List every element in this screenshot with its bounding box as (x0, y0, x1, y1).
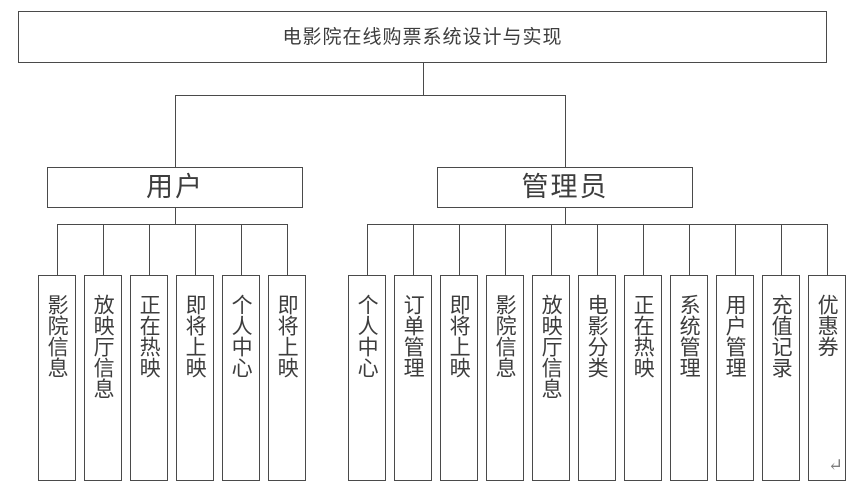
leaf-node: 正在热映 (130, 275, 168, 481)
leaf-node-label: 个人中心 (229, 294, 254, 378)
connector-admin-leaf-drop (505, 224, 506, 275)
leaf-node: 电影分类 (578, 275, 616, 481)
branch-node-user-label: 用户 (146, 172, 204, 202)
connector-admin-leaf-drop (781, 224, 782, 275)
leaf-node-label: 系统管理 (677, 294, 702, 378)
branch-node-admin: 管理员 (437, 167, 693, 208)
connector-admin-leaf-drop (827, 224, 828, 275)
root-node-label: 电影院在线购票系统设计与实现 (282, 26, 563, 48)
leaf-node: 即将上映 (268, 275, 306, 481)
leaf-node: 影院信息 (486, 275, 524, 481)
connector-user-leaf-drop (287, 224, 288, 275)
paragraph-mark-icon: ↵ (828, 455, 844, 475)
connector-user-leaf-drop (241, 224, 242, 275)
connector-user-leaf-drop (103, 224, 104, 275)
leaf-node: 个人中心 (348, 275, 386, 481)
connector-root-to-user (175, 95, 176, 167)
leaf-node-label: 影院信息 (493, 294, 518, 378)
leaf-node-label: 正在热映 (631, 294, 656, 378)
connector-admin-leaf-drop (643, 224, 644, 275)
connector-admin-leaf-drop (413, 224, 414, 275)
connector-user-leaf-drop (149, 224, 150, 275)
leaf-node: 影院信息 (38, 275, 76, 481)
connector-admin-leaf-drop (459, 224, 460, 275)
connector-user-stem (175, 208, 176, 224)
leaf-node-label: 充值记录 (769, 294, 794, 378)
connector-admin-leaf-drop (597, 224, 598, 275)
leaf-node: 即将上映 (176, 275, 214, 481)
leaf-node: 订单管理 (394, 275, 432, 481)
branch-node-user: 用户 (47, 167, 303, 208)
leaf-node-label: 放映厅信息 (91, 294, 116, 399)
connector-user-leaf-drop (195, 224, 196, 275)
leaf-node: 优惠券 (808, 275, 846, 481)
leaf-node-label: 电影分类 (585, 294, 610, 378)
leaf-node-label: 即将上映 (275, 294, 300, 378)
leaf-node-label: 用户管理 (723, 294, 748, 378)
leaf-node: 个人中心 (222, 275, 260, 481)
connector-user-bar (57, 224, 287, 225)
leaf-node: 放映厅信息 (532, 275, 570, 481)
connector-user-leaf-drop (57, 224, 58, 275)
leaf-node: 即将上映 (440, 275, 478, 481)
connector-admin-leaf-drop (735, 224, 736, 275)
leaf-node-label: 优惠券 (815, 294, 840, 357)
connector-admin-leaf-drop (689, 224, 690, 275)
leaf-node: 用户管理 (716, 275, 754, 481)
leaf-node-label: 个人中心 (355, 294, 380, 378)
leaf-node: 系统管理 (670, 275, 708, 481)
connector-root-to-admin (565, 95, 566, 167)
leaf-node-label: 即将上映 (447, 294, 472, 378)
connector-root-stem (423, 63, 424, 95)
leaf-node: 放映厅信息 (84, 275, 122, 481)
leaf-node-label: 即将上映 (183, 294, 208, 378)
connector-root-bar (175, 95, 566, 96)
connector-admin-stem (565, 208, 566, 224)
connector-admin-leaf-drop (367, 224, 368, 275)
leaf-node-label: 正在热映 (137, 294, 162, 378)
root-node-title: 电影院在线购票系统设计与实现 (18, 11, 827, 63)
leaf-node: 充值记录 (762, 275, 800, 481)
leaf-node: 正在热映 (624, 275, 662, 481)
leaf-node-label: 影院信息 (45, 294, 70, 378)
leaf-node-label: 放映厅信息 (539, 294, 564, 399)
branch-node-admin-label: 管理员 (521, 172, 609, 202)
connector-admin-leaf-drop (551, 224, 552, 275)
leaf-node-label: 订单管理 (401, 294, 426, 378)
